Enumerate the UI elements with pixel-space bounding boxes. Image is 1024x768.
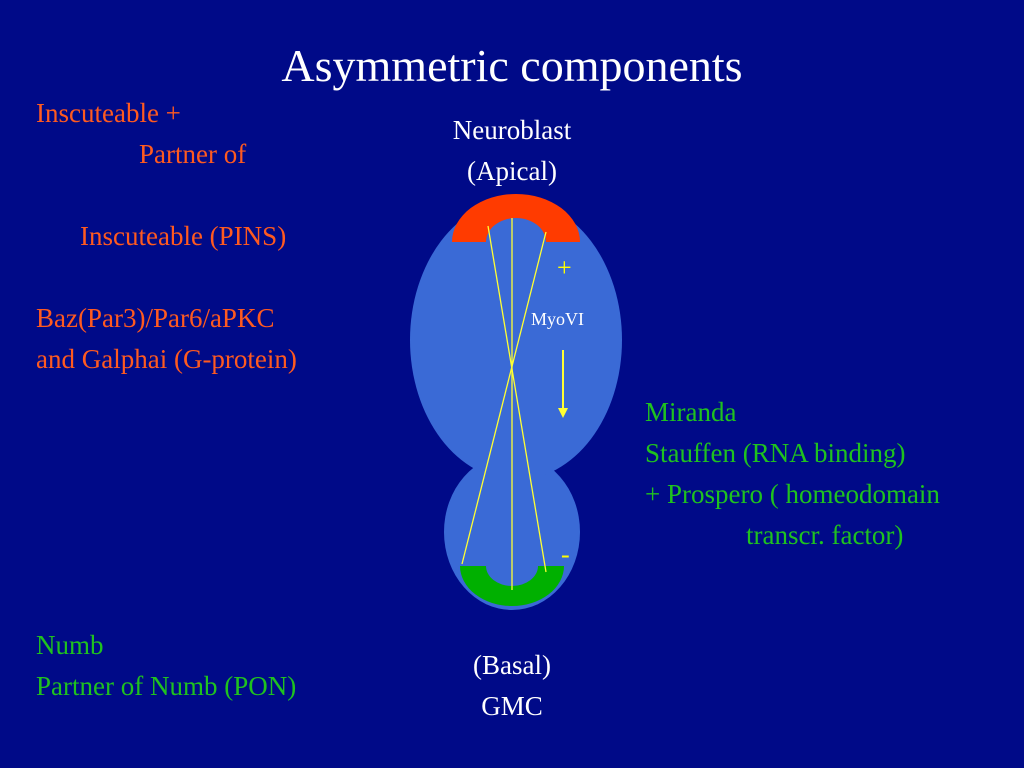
apical-protein-line-4: Baz(Par3)/Par6/aPKC: [36, 303, 275, 333]
plus-end-sign: +: [557, 253, 572, 282]
apical-protein-line-3: Inscuteable (PINS): [80, 221, 287, 251]
apical-protein-line-2: Partner of: [139, 139, 247, 169]
apical-crescent: [452, 194, 580, 242]
basal-protein-left-line-2: Partner of Numb (PON): [36, 671, 297, 701]
apical-protein-line-1: Inscuteable +: [36, 98, 181, 128]
myovi-arrow: [558, 350, 568, 418]
myovi-label: MyoVI: [531, 309, 584, 329]
basal-label: (Basal): [473, 650, 551, 680]
minus-end-sign: -: [561, 540, 570, 569]
neuroblast-cell: [410, 200, 622, 480]
apical-protein-line-5: and Galphai (G-protein): [36, 344, 297, 374]
neuroblast-label: Neuroblast: [452, 115, 572, 145]
slide-title: Asymmetric components: [281, 40, 743, 91]
basal-protein-left-line-1: Numb: [36, 630, 104, 660]
apical-label: (Apical): [467, 156, 557, 186]
basal-protein-right-line-4: transcr. factor): [746, 520, 904, 550]
basal-protein-right-line-3: + Prospero ( homeodomain: [645, 479, 940, 509]
gmc-label: GMC: [481, 691, 543, 721]
basal-protein-right-line-2: Stauffen (RNA binding): [645, 438, 906, 468]
basal-protein-right-line-1: Miranda: [645, 397, 737, 427]
spindle-lines: [461, 218, 547, 590]
